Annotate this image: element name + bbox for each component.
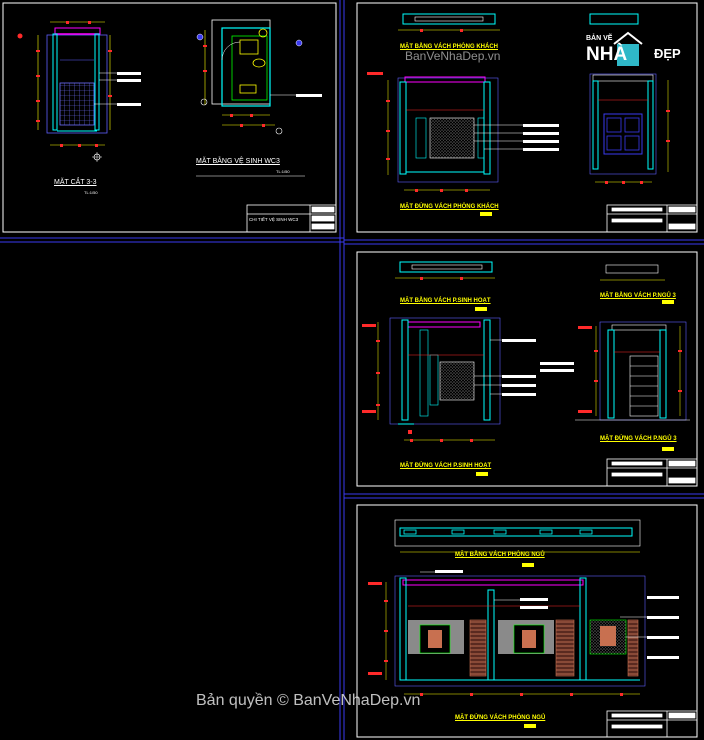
sinh-hoat-wall-plan bbox=[395, 261, 665, 281]
logo-mark: NHÀ bbox=[586, 44, 628, 65]
living-room-wall-plan bbox=[398, 13, 639, 32]
wc3-plan-scale: TL:1/50 bbox=[276, 169, 290, 174]
living-room-elev-title: MẶT ĐỨNG VÁCH PHÒNG KHÁCH bbox=[400, 204, 499, 210]
sinh-hoat-elev-title: MẶT ĐỨNG VÁCH P.SINH HOẠT bbox=[400, 463, 492, 469]
watermark-bottom: Bản quyền © BanVeNhaDep.vn bbox=[196, 692, 421, 709]
wc3-plan-title: MẶT BẰNG VỆ SINH WC3 bbox=[196, 158, 280, 165]
living-room-plan-title: MẶT BẰNG VÁCH PHÒNG KHÁCH bbox=[400, 44, 498, 50]
title-tags bbox=[475, 212, 674, 728]
wc3-plan-drawing bbox=[196, 19, 322, 177]
logo-word: ĐẸP bbox=[654, 46, 681, 61]
sinh-hoat-wall-elevation bbox=[362, 317, 574, 442]
bedroom-plan-title: MẶT BẰNG VÁCH PHÒNG NGỦ bbox=[455, 552, 545, 558]
section-3-3-drawing bbox=[17, 21, 141, 162]
sinh-hoat-plan-title: MẶT BẰNG VÁCH P.SINH HOẠT bbox=[400, 298, 491, 304]
watermark-top: BanVeNhaDep.vn bbox=[405, 49, 501, 63]
sheet1-label: CHI TIẾT VỆ SINH WC3 bbox=[249, 217, 299, 222]
bedroom3-elev-title: MẶT ĐỨNG VÁCH P.NGỦ 3 bbox=[600, 436, 677, 442]
bedroom-wall-plan bbox=[394, 519, 641, 553]
bedroom-elev-title: MẶT ĐỨNG VÁCH PHÒNG NGỦ bbox=[455, 715, 546, 721]
bedroom3-plan-title: MẶT BẰNG VÁCH P.NGỦ 3 bbox=[600, 293, 676, 299]
section-3-3-scale: TL:1/50 bbox=[84, 190, 98, 195]
section-3-3-title: MẶT CẮT 3-3 bbox=[54, 179, 97, 186]
bedroom3-wall-elevation bbox=[575, 321, 690, 421]
title-blocks bbox=[246, 204, 698, 738]
brand-logo: BẢN VẼ NHÀ ĐẸP bbox=[584, 30, 694, 68]
logo-line1: BẢN VẼ bbox=[586, 35, 613, 42]
living-room-side-elevation bbox=[589, 73, 670, 184]
living-room-wall-elevation bbox=[367, 72, 559, 192]
bedroom-wall-elevation bbox=[368, 570, 679, 696]
